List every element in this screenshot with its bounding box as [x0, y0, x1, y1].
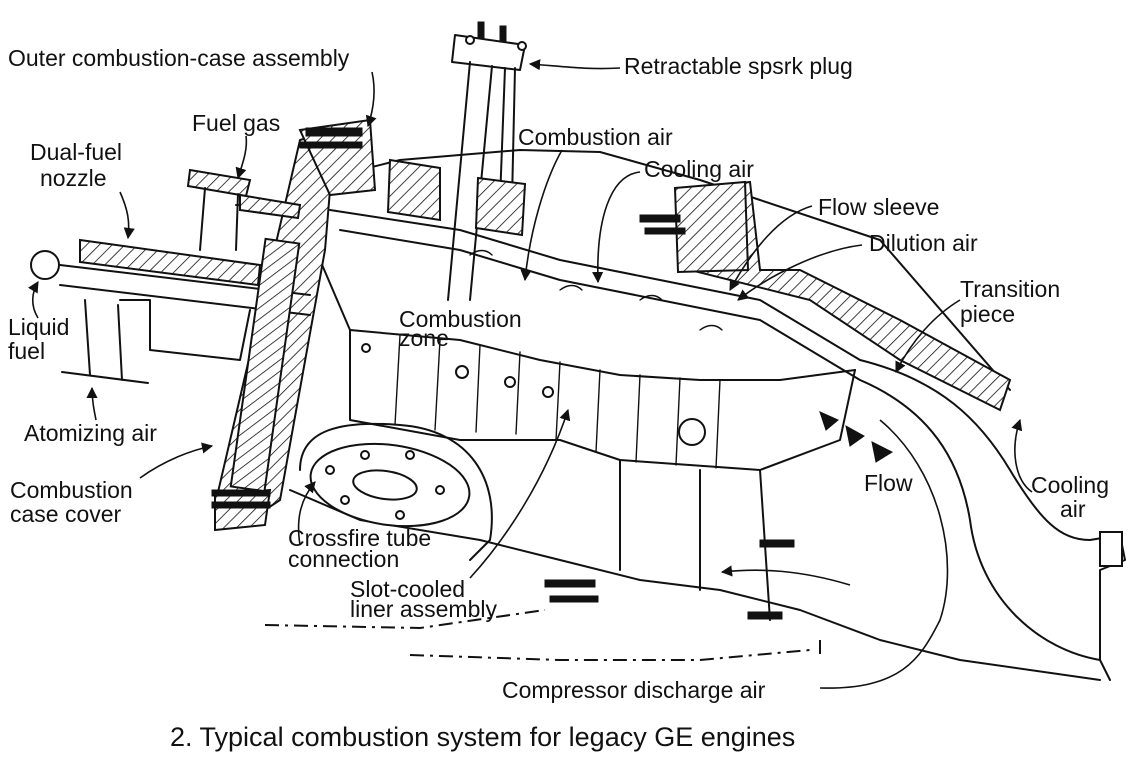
- flow-arrow-icon: [819, 411, 894, 463]
- fuel-gas-hatch-2: [239, 193, 302, 220]
- label-transition-piece-1: Transition: [960, 276, 1060, 302]
- label-flow-sleeve: Flow sleeve: [818, 194, 939, 220]
- compressor-boundary-2: [409, 640, 821, 661]
- transition-outlet-flange: [1099, 531, 1123, 567]
- dilution-holes: [361, 343, 706, 446]
- figure-caption: 2. Typical combustion system for legacy …: [170, 722, 795, 752]
- nozzle-housing: [119, 299, 251, 361]
- spark-plug-mount-2: [474, 176, 527, 237]
- label-dual-fuel-nozzle-1: Dual-fuel: [30, 139, 122, 165]
- combustor-drawing: [30, 21, 1126, 681]
- crossfire-bore: [352, 469, 418, 501]
- label-combustion-air: Combustion air: [518, 124, 673, 150]
- cover-plate-center: [229, 237, 301, 493]
- fuel-gas-flange: [186, 168, 252, 198]
- crossfire-bolt-holes: [325, 450, 445, 520]
- liquid-fuel-connector: [30, 250, 60, 280]
- liner-cooling-rings: [394, 334, 721, 469]
- label-combustion-zone-1: Combustion: [399, 306, 522, 332]
- liner-mid-wall: [349, 329, 856, 471]
- crossfire-tube: [299, 422, 493, 561]
- label-dilution-air: Dilution air: [869, 230, 978, 256]
- case-bolts: [211, 127, 363, 509]
- compressor-boundary: [264, 609, 546, 630]
- atomizing-air-pipe: [61, 299, 149, 384]
- compressor-flow-arrow: [720, 565, 851, 586]
- labels: Outer combustion-case assembly Retractab…: [8, 45, 1109, 703]
- label-slot-cooled-2: liner assembly: [350, 596, 497, 622]
- label-liquid-fuel-2: fuel: [8, 338, 45, 364]
- dual-fuel-nozzle-body: [79, 238, 262, 287]
- label-slot-cooled-1: Slot-cooled: [350, 576, 465, 602]
- label-compressor-air: Compressor discharge air: [502, 677, 766, 703]
- label-cooling-air-right-1: Cooling: [1031, 472, 1109, 498]
- label-liquid-fuel-1: Liquid: [8, 314, 69, 340]
- liner-lower-wall: [289, 489, 1101, 681]
- transition-piece-lower: [859, 379, 1101, 661]
- liner-upper-wall: [319, 259, 856, 381]
- transition-piece-upper: [859, 359, 1091, 541]
- leader-lines: [28, 59, 1033, 689]
- label-fuel-gas: Fuel gas: [192, 110, 280, 136]
- outer-wall-right: [678, 180, 1012, 412]
- label-flow: Flow: [864, 470, 913, 496]
- spark-plug-mount: [386, 158, 441, 222]
- label-combustion-zone-2: zone: [399, 325, 449, 351]
- label-dual-fuel-nozzle-2: nozzle: [40, 165, 106, 191]
- label-transition-piece-2: piece: [960, 301, 1015, 327]
- bracket-bolts: [544, 214, 795, 620]
- outer-casing-top: [319, 149, 1011, 391]
- label-cooling-air-right-2: air: [1060, 496, 1086, 522]
- cooling-air-streaks: [469, 249, 723, 331]
- label-spark-plug: Retractable spsrk plug: [624, 53, 853, 79]
- label-crossfire-1: Crossfire tube: [288, 525, 431, 551]
- label-case-cover-1: Combustion: [10, 477, 133, 503]
- label-outer-case: Outer combustion-case assembly: [8, 45, 350, 71]
- label-cooling-air-top: Cooling air: [644, 156, 754, 182]
- label-atomizing-air: Atomizing air: [24, 420, 157, 446]
- flow-sleeve-line-lower: [339, 229, 861, 381]
- label-crossfire-2: connection: [288, 546, 399, 572]
- label-case-cover-2: case cover: [10, 501, 122, 527]
- flange-block-right: [673, 180, 750, 274]
- flow-sleeve-line: [329, 209, 861, 361]
- outer-case-flange: [298, 118, 377, 197]
